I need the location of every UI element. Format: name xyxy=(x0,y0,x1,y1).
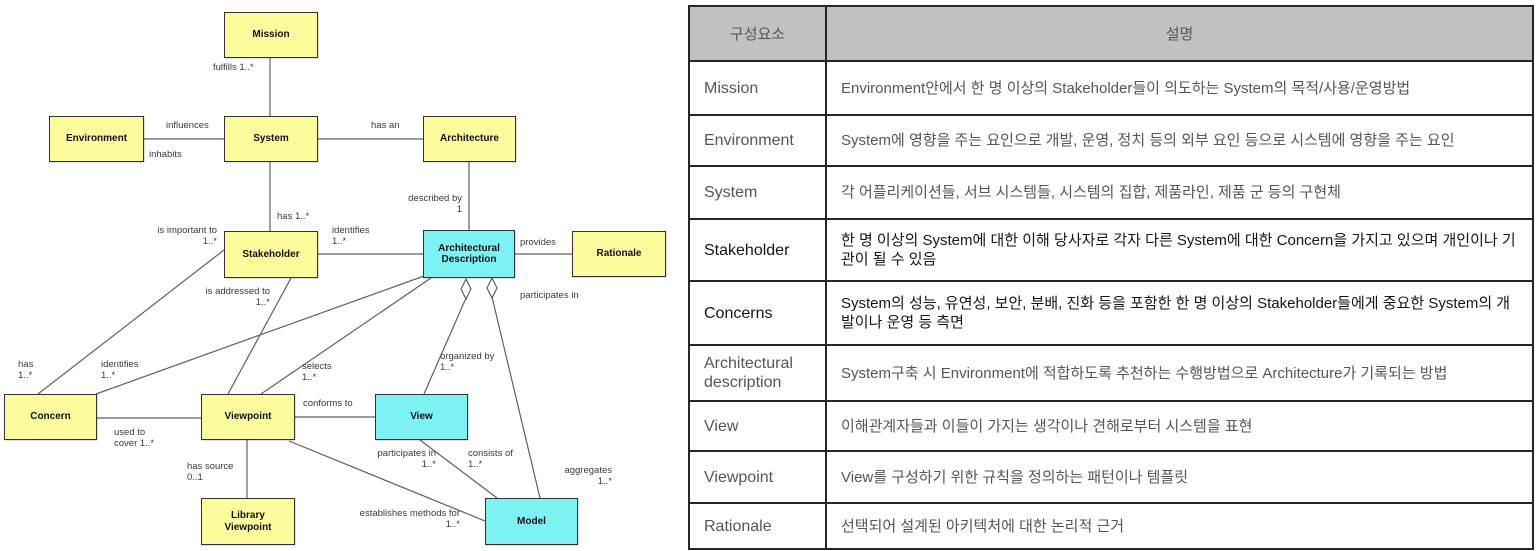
description-cell: View를 구성하기 위한 규칙을 정의하는 패턴이나 템플릿 xyxy=(841,468,1189,486)
edge-label: has 1..* xyxy=(18,359,34,381)
description-cell: 각 어플리케이션들, 서브 시스템들, 시스템의 집합, 제품라인, 제품 군 … xyxy=(841,184,1341,201)
rows: Mission Environment안에서 한 명 이상의 Stakeholde… xyxy=(690,60,1532,548)
edge-lines xyxy=(37,58,572,522)
edge-label: conforms to xyxy=(303,398,353,409)
relationship-line xyxy=(260,277,432,395)
edge-label: has 1..* xyxy=(277,211,310,222)
component-cell: Concerns xyxy=(690,282,827,344)
relationship-line xyxy=(423,297,467,395)
relationship-line xyxy=(491,296,541,499)
edge-label: described by 1 xyxy=(408,193,462,215)
edge-label: participates in 1..* xyxy=(377,448,436,470)
edge-label: has an xyxy=(371,120,400,131)
component-cell: Environment xyxy=(690,116,827,165)
table-header-row: 구성요소 설명 xyxy=(690,7,1532,60)
edge-label: identifies 1..* xyxy=(101,359,139,381)
edge-label: establishes methods for 1..* xyxy=(359,508,460,530)
edge-label: has source 0..1 xyxy=(187,461,234,483)
edge-label: consists of 1..* xyxy=(468,448,513,470)
edge-label: used to cover 1..* xyxy=(114,427,155,449)
table-row: Stakeholder 한 명 이상의 System에 대한 이해 당사자로 각자… xyxy=(690,218,1532,280)
edge-label: provides xyxy=(520,237,556,248)
aggregation-diamond-icon xyxy=(460,277,472,301)
edge-label: is addressed to 1..* xyxy=(205,286,270,308)
description-cell: 한 명 이상의 System에 대한 이해 당사자로 각자 다른 System에… xyxy=(841,232,1516,268)
edge-label: inhabits xyxy=(149,149,182,160)
table-row: System 각 어플리케이션들, 서브 시스템들, 시스템의 집합, 제품라인,… xyxy=(690,165,1532,218)
edge-label: influences xyxy=(166,120,209,131)
table-row: Architectural description System구축 시 Envi… xyxy=(690,344,1532,400)
node-system: System xyxy=(224,116,318,162)
component-cell: Stakeholder xyxy=(690,220,827,280)
component-table: 구성요소 설명 Mission Environment안에서 한 명 이상의 St… xyxy=(688,5,1534,550)
node-architectural-description: Architectural Description xyxy=(423,230,515,278)
table-row: Viewpoint View를 구성하기 위한 규칙을 정의하는 패턴이나 템플릿 xyxy=(690,450,1532,502)
aggregation-diamond-icon xyxy=(486,276,498,300)
edge-label: aggregates 1..* xyxy=(564,465,612,487)
edge-label: is important to 1..* xyxy=(157,225,217,247)
description-cell: System구축 시 Environment에 적합하도록 추천하는 수행방법으… xyxy=(841,364,1448,382)
component-cell: Rationale xyxy=(690,504,827,548)
table-row: View 이해관계자들과 이들이 가지는 생각이나 견해로부터 시스템을 표현 xyxy=(690,400,1532,450)
edge-label: participates in xyxy=(520,290,579,301)
node-rationale: Rationale xyxy=(572,231,666,277)
node-concern: Concern xyxy=(4,394,97,440)
node-viewpoint: Viewpoint xyxy=(201,394,295,440)
header-component: 구성요소 xyxy=(690,7,827,60)
description-cell: System에 영향을 주는 요인으로 개발, 운영, 정치 등의 외부 요인 … xyxy=(841,132,1455,149)
edge-label: identifies 1..* xyxy=(332,225,370,247)
relationship-line xyxy=(227,277,292,395)
table-row: Mission Environment안에서 한 명 이상의 Stakeholde… xyxy=(690,60,1532,114)
component-cell: View xyxy=(690,402,827,450)
component-cell: Architectural description xyxy=(690,346,827,400)
node-environment: Environment xyxy=(49,116,144,162)
component-cell: Viewpoint xyxy=(690,452,827,502)
description-cell: System의 성능, 유연성, 보안, 분배, 진화 등을 포함한 한 명 이… xyxy=(841,295,1511,331)
node-stakeholder: Stakeholder xyxy=(224,231,318,278)
component-cell: System xyxy=(690,167,827,218)
node-mission: Mission xyxy=(224,12,318,58)
edge-label: selects 1..* xyxy=(302,361,332,383)
table-row: Environment System에 영향을 주는 요인으로 개발, 운영, 정… xyxy=(690,114,1532,165)
table-row: Concerns System의 성능, 유연성, 보안, 분배, 진화 등을 포… xyxy=(690,280,1532,344)
relationship-line xyxy=(419,439,498,499)
node-model: Model xyxy=(485,498,578,545)
description-cell: 선택되어 설계된 아키텍처에 대한 논리적 근거 xyxy=(841,517,1125,535)
description-cell: 이해관계자들과 이들이 가지는 생각이나 견해로부터 시스템을 표현 xyxy=(841,417,1253,435)
description-cell: Environment안에서 한 명 이상의 Stakeholder들이 의도하… xyxy=(841,79,1411,97)
edge-label: organized by 1..* xyxy=(440,351,495,373)
table-row: Rationale 선택되어 설계된 아키텍처에 대한 논리적 근거 xyxy=(690,502,1532,548)
relationship-line xyxy=(37,249,225,395)
node-library-viewpoint: Library Viewpoint xyxy=(201,498,295,545)
component-cell: Mission xyxy=(690,62,827,114)
edge-label: fulfills 1..* xyxy=(213,62,254,73)
node-view: View xyxy=(375,394,468,440)
relationship-line xyxy=(288,440,486,522)
node-architecture: Architecture xyxy=(423,116,516,162)
header-description: 설명 xyxy=(1165,26,1194,43)
